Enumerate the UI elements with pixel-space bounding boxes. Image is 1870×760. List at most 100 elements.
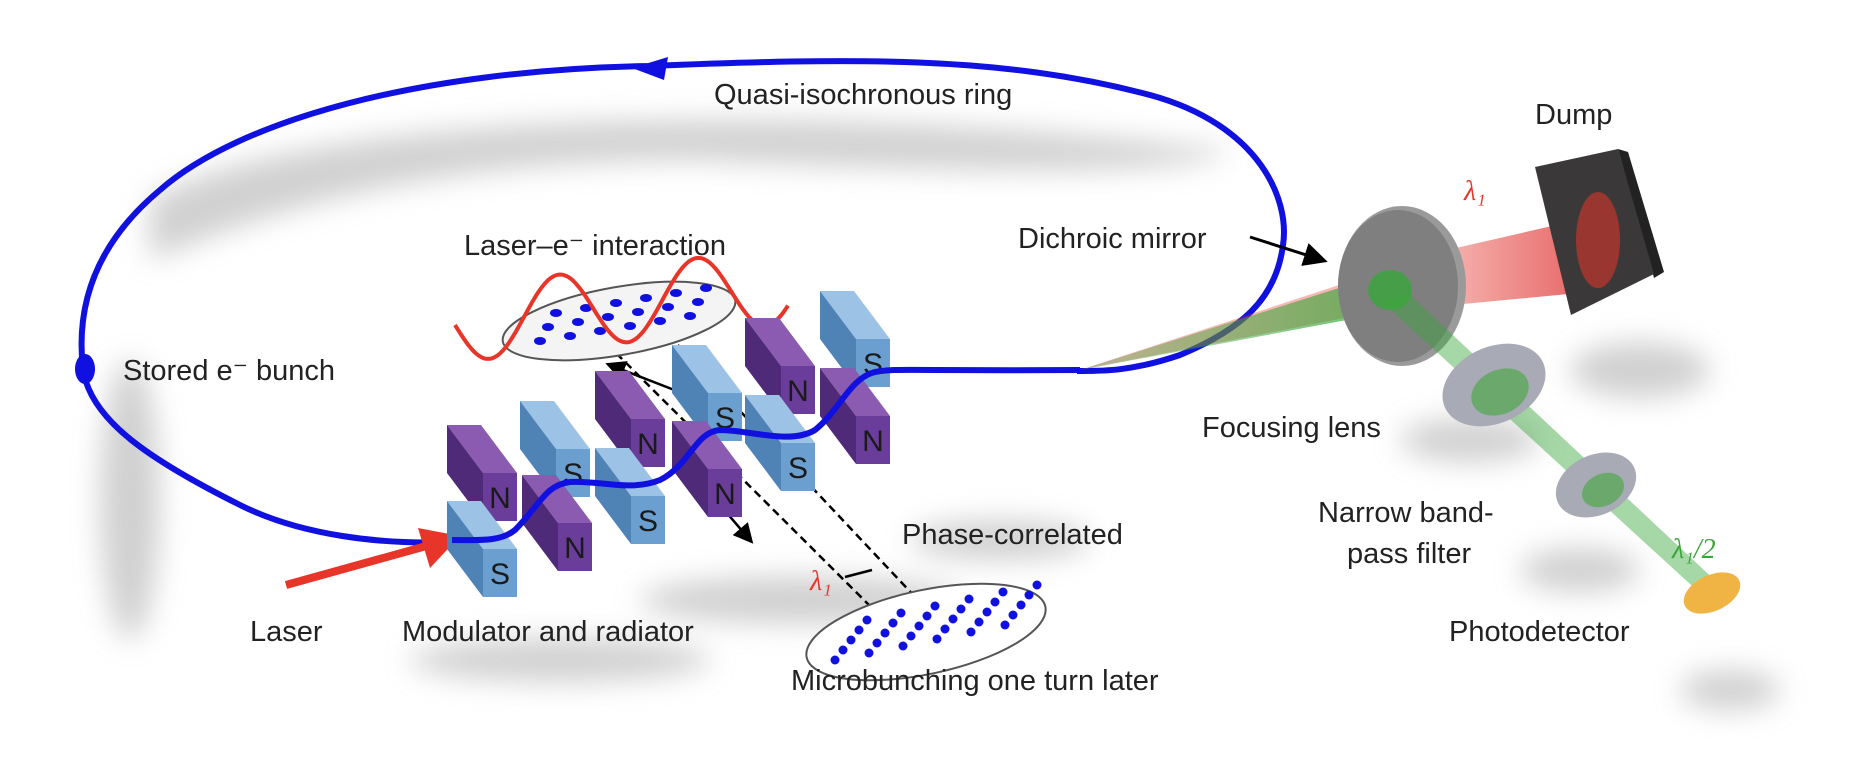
- magnet-pole-label: S: [638, 505, 658, 538]
- magnet-lower-4: N: [672, 421, 742, 517]
- microbunch-dot: [1032, 580, 1042, 590]
- electron-dot: [534, 337, 546, 345]
- magnet-side-face: [745, 318, 781, 414]
- filter-label-line2: pass filter: [1347, 538, 1471, 570]
- microbunch-dot: [1008, 610, 1018, 620]
- microbunch-dot: [862, 615, 872, 625]
- electron-dot: [692, 298, 704, 306]
- magnet-lower-5: S: [745, 395, 815, 491]
- microbunching-ellipse: [805, 580, 1047, 682]
- magnet-side-face: [820, 291, 856, 387]
- microbunch-dot: [922, 611, 932, 621]
- microbunch-dot: [966, 627, 976, 637]
- magnet-top-face: [820, 291, 890, 339]
- microbunch-dot: [906, 631, 916, 641]
- magnet-top-face: [522, 475, 592, 523]
- magnet-front-face: [781, 366, 815, 414]
- microbunch-dot: [896, 608, 906, 618]
- magnet-side-face: [820, 368, 856, 464]
- green-beam-cone: [1080, 275, 1400, 370]
- magnet-pole-label: S: [563, 458, 583, 491]
- microbunch-dot: [1000, 620, 1010, 630]
- band-pass-filter: [1555, 452, 1637, 518]
- magnet-pole-label: N: [564, 532, 586, 565]
- magnet-pole-label: S: [715, 402, 735, 435]
- dichroic-pointer-arrow: [1249, 235, 1328, 266]
- microbunch-dot: [880, 628, 890, 638]
- wavelength-marker: [844, 568, 873, 579]
- focusing-lens-label: Focusing lens: [1202, 412, 1381, 444]
- interaction-label: Laser–e⁻ interaction: [464, 230, 726, 262]
- electron-dot: [684, 312, 696, 320]
- dichroic-mirror: [1338, 206, 1466, 366]
- microbunch-dot: [854, 625, 864, 635]
- microbunch-dot: [830, 655, 840, 665]
- stored-bunch-dot: [75, 354, 95, 384]
- magnet-pole-label: S: [490, 558, 510, 591]
- magnet-front-face: [631, 419, 665, 467]
- photodetector: [1683, 572, 1741, 614]
- magnet-front-face: [781, 443, 815, 491]
- magnet-top-face: [672, 421, 742, 469]
- magnet-pole-label: N: [489, 482, 511, 515]
- magnet-top-face: [520, 401, 590, 449]
- filter-label-line1: Narrow band-: [1318, 497, 1494, 529]
- electron-dot: [624, 322, 636, 330]
- magnet-upper-1: N: [447, 425, 517, 521]
- microbunch-dot: [990, 597, 1000, 607]
- electron-dot: [580, 304, 592, 312]
- magnet-pole-label: S: [788, 452, 808, 485]
- microbunch-dot: [930, 601, 940, 611]
- microbunch-dot: [956, 604, 966, 614]
- magnet-lower-3: S: [595, 448, 665, 544]
- microbunch-dot: [932, 634, 942, 644]
- magnet-top-face: [745, 395, 815, 443]
- magnet-top-face: [447, 425, 517, 473]
- electron-dot: [602, 313, 614, 321]
- half-wavelength-label: λ₁/2: [1671, 534, 1716, 565]
- electron-dot: [640, 294, 652, 302]
- microbunch-dot: [964, 594, 974, 604]
- phase-correlated-label: Phase-correlated: [902, 519, 1123, 551]
- magnet-top-face: [672, 345, 742, 393]
- combined-beam-cone: [1080, 265, 1410, 370]
- focusing-lens: [1442, 343, 1546, 427]
- microbunch-dot: [864, 648, 874, 658]
- microbunch-dot: [974, 617, 984, 627]
- magnet-top-face: [595, 371, 665, 419]
- ring-label: Quasi-isochronous ring: [714, 79, 1012, 111]
- electron-dot: [550, 309, 562, 317]
- laser-wave: [453, 255, 790, 361]
- laser-input-arrow: [284, 528, 460, 589]
- magnet-side-face: [522, 475, 558, 571]
- storage-ring-path: [78, 58, 1287, 546]
- microbunch-dot: [872, 638, 882, 648]
- magnet-side-face: [672, 421, 708, 517]
- beam-dump: [1535, 149, 1664, 315]
- magnet-side-face: [595, 371, 631, 467]
- electron-dot: [542, 323, 554, 331]
- magnet-lower-2: N: [522, 475, 592, 571]
- magnet-lower-6: N: [820, 368, 890, 464]
- laser-electron-interaction: [453, 255, 790, 362]
- bunch-wavelength-label: λ₁: [809, 566, 832, 597]
- magnet-top-face: [745, 318, 815, 366]
- electron-dot: [572, 318, 584, 326]
- magnet-side-face: [447, 501, 483, 597]
- microbunch-dot: [1016, 600, 1026, 610]
- magnet-front-face: [558, 523, 592, 571]
- magnet-pole-label: N: [637, 428, 659, 461]
- magnet-front-face: [483, 549, 517, 597]
- magnet-front-face: [708, 469, 742, 517]
- microbunching-label: Microbunching one turn later: [791, 665, 1159, 697]
- magnet-side-face: [447, 425, 483, 521]
- electron-dot: [594, 327, 606, 335]
- dump-wavelength-label: λ₁: [1463, 176, 1486, 207]
- magnet-side-face: [672, 345, 708, 441]
- magnet-upper-5: N: [745, 318, 815, 414]
- microbunch-dot: [898, 641, 908, 651]
- modulator-label: Modulator and radiator: [402, 616, 694, 648]
- electron-dot: [662, 303, 674, 311]
- ring-direction-arrow: [632, 57, 668, 80]
